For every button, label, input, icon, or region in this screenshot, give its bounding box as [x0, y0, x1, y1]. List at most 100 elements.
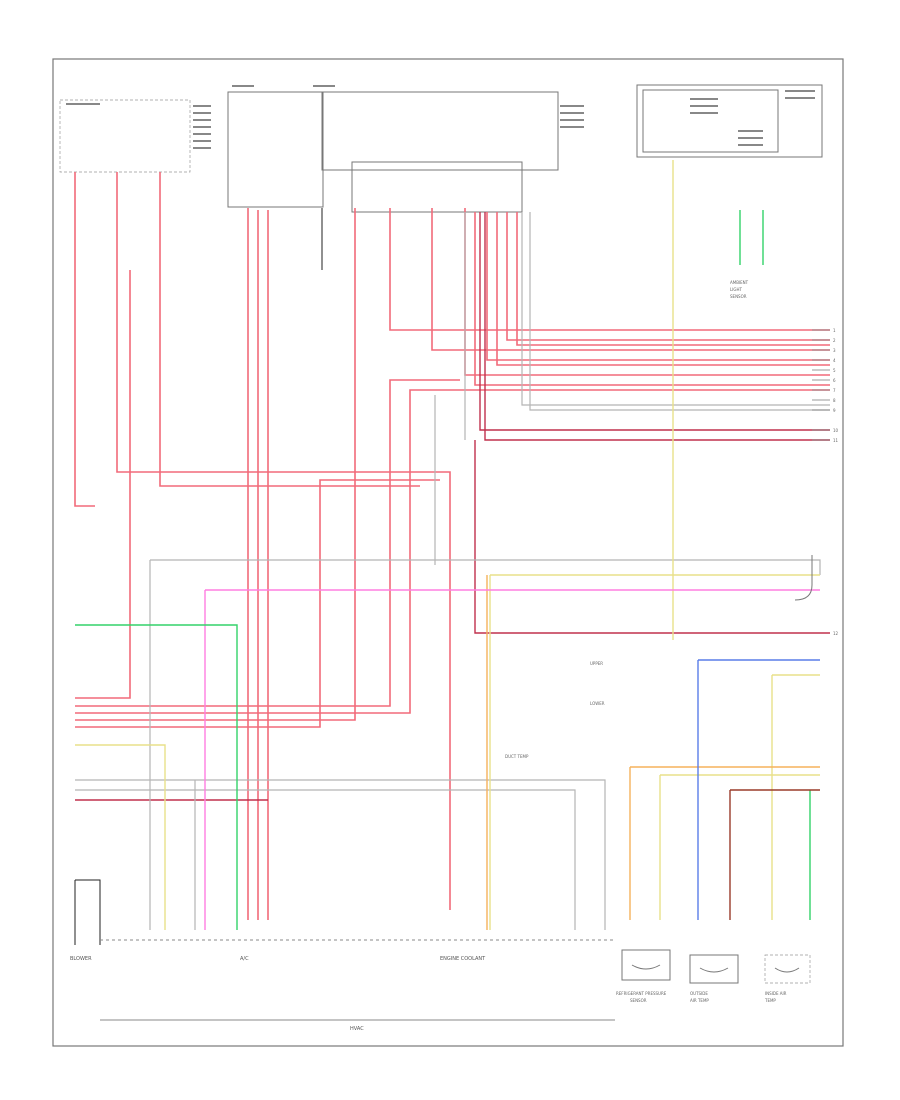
darkred-wires — [75, 212, 830, 801]
wire — [516, 212, 830, 346]
text-mark — [560, 126, 584, 128]
label-air-temp: AIR TEMP — [690, 998, 709, 1003]
pin-numbers: 1 2 3 4 5 6 7 8 9 10 11 12 — [833, 328, 839, 636]
label-inside-air: INSIDE AIR — [765, 991, 787, 996]
wire — [474, 212, 830, 386]
diagram-frame — [52, 58, 844, 1047]
pin-number: 3 — [833, 348, 836, 353]
label-outside: OUTSIDE — [690, 991, 708, 996]
wire — [75, 624, 238, 930]
label-upper: UPPER — [590, 661, 603, 666]
sensor-symbol-2 — [699, 967, 729, 973]
label-lower: LOWER — [590, 701, 605, 706]
wire — [75, 389, 830, 714]
box-text — [66, 85, 815, 149]
wire — [74, 172, 95, 507]
text-mark — [738, 137, 763, 139]
wire — [75, 744, 166, 930]
pink-wires — [204, 589, 820, 930]
label-sensor-2: SENSOR — [730, 294, 747, 299]
wire — [75, 779, 606, 930]
left-fuse-block — [59, 99, 191, 173]
wire — [75, 208, 356, 721]
pin-number: 5 — [833, 368, 836, 373]
bottom-sensors — [621, 949, 811, 984]
label-temp: TEMP — [764, 998, 776, 1003]
text-mark — [690, 112, 718, 114]
red-vertical-wires — [74, 172, 830, 920]
label-refrigerant-pressure: REFRIGERANT PRESSURE — [616, 991, 667, 996]
text-mark — [193, 140, 211, 142]
green-wires — [75, 210, 811, 930]
label-ac: A/C — [240, 956, 249, 962]
center-fuse-box — [227, 91, 324, 208]
diagram-labels: BLOWER A/C ENGINE COOLANT HVAC REFRIGERA… — [70, 280, 787, 1032]
wire — [529, 212, 830, 411]
wire — [486, 212, 830, 361]
sensor-box-1 — [621, 949, 671, 981]
right-relay-box — [636, 84, 823, 158]
pin-number: 7 — [833, 388, 836, 393]
text-mark — [690, 105, 718, 107]
text-mark — [738, 130, 763, 132]
text-mark — [690, 98, 718, 100]
yellow-wires — [75, 160, 820, 930]
label-duct-temp: DUCT TEMP — [505, 754, 529, 759]
sensor-symbol-1 — [631, 964, 661, 970]
text-mark — [193, 126, 211, 128]
right-inner-box — [642, 89, 779, 153]
label-ambient: AMBIENT — [730, 280, 749, 285]
sensor-bracket — [794, 555, 813, 601]
mid-right-sensor — [794, 555, 813, 601]
text-mark — [193, 112, 211, 114]
right-terminals — [812, 329, 830, 441]
label-engine-coolant: ENGINE COOLANT — [440, 956, 486, 962]
top-modules — [59, 84, 823, 213]
text-mark — [66, 103, 100, 105]
black-wires — [74, 208, 323, 945]
pin-number: 11 — [833, 438, 839, 443]
pin-number: 6 — [833, 378, 836, 383]
pin-number: 2 — [833, 338, 836, 343]
text-mark — [560, 105, 584, 107]
text-mark — [738, 144, 763, 146]
module-connector-row — [100, 939, 615, 1021]
pin-number: 9 — [833, 408, 836, 413]
connector-block-c — [351, 161, 523, 213]
text-mark — [560, 119, 584, 121]
wire — [521, 212, 830, 406]
wire — [75, 789, 576, 930]
label-hvac: HVAC — [350, 1026, 364, 1032]
wire — [159, 172, 420, 487]
relay-box — [321, 91, 559, 171]
pin-number: 10 — [833, 428, 839, 433]
text-mark — [193, 133, 211, 135]
wire — [506, 212, 830, 341]
wire — [75, 479, 440, 728]
brown-wires — [729, 789, 820, 920]
wire — [431, 208, 830, 351]
wire — [75, 270, 131, 699]
text-mark — [193, 119, 211, 121]
wire — [75, 879, 101, 945]
text-mark — [232, 85, 254, 87]
text-mark — [193, 147, 211, 149]
pin-number: 8 — [833, 398, 836, 403]
sensor-symbol-3 — [774, 967, 800, 973]
wire — [116, 172, 451, 910]
wire — [474, 440, 830, 634]
wire — [150, 559, 821, 575]
pin-number: 4 — [833, 358, 836, 363]
wire — [75, 379, 460, 707]
label-light: LIGHT — [730, 287, 743, 292]
sensor-box-2 — [689, 954, 739, 984]
text-mark — [193, 105, 211, 107]
text-mark — [785, 97, 815, 99]
wire — [496, 212, 830, 366]
pin-number: 12 — [833, 631, 839, 636]
wire — [484, 212, 830, 441]
text-mark — [313, 85, 335, 87]
sensor-box-3 — [764, 954, 811, 984]
text-mark — [785, 90, 815, 92]
